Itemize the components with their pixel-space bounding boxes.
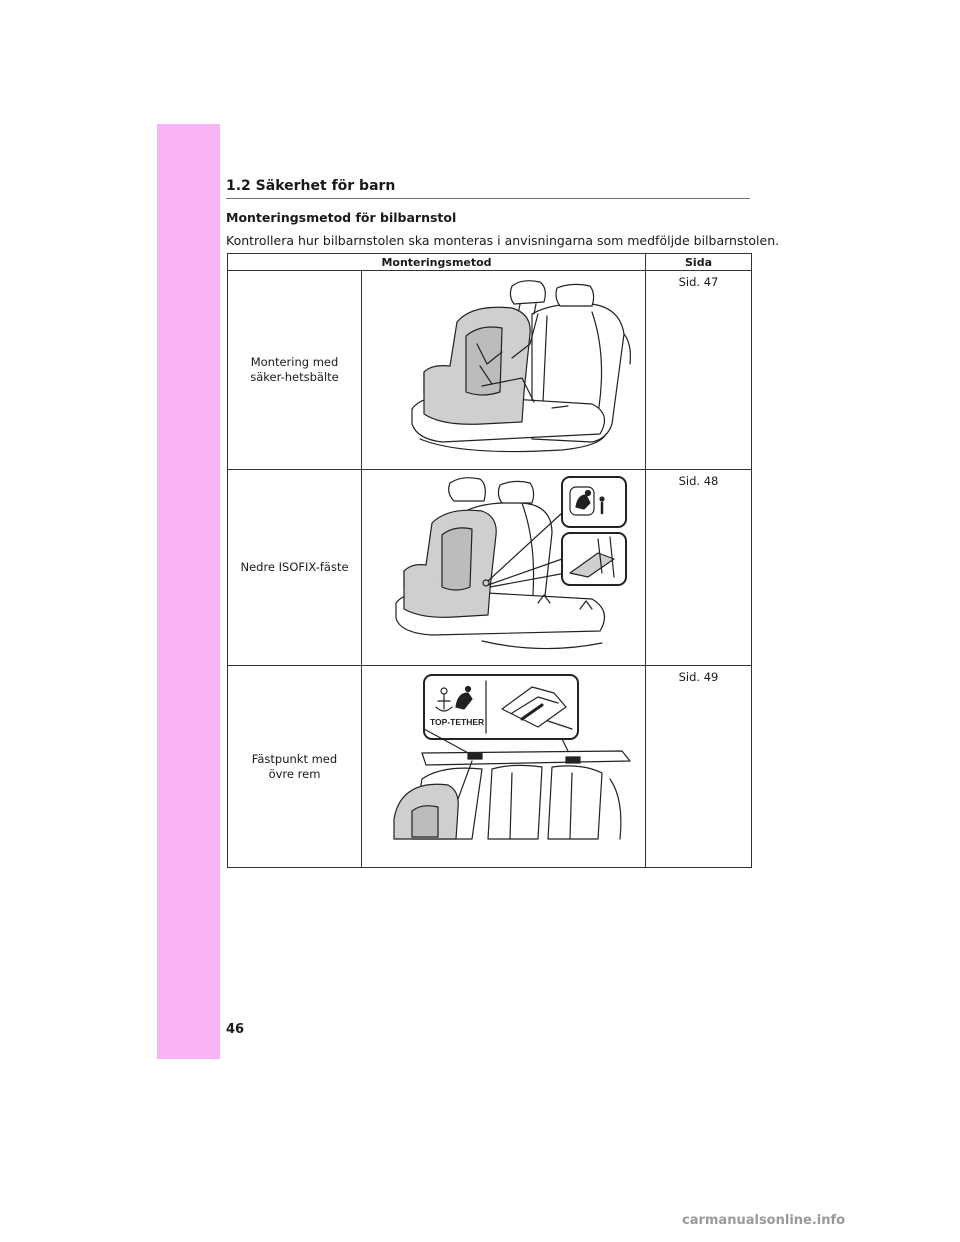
table-row: Montering med säker-hetsbälte — [227, 270, 752, 470]
chapter-side-tab — [157, 124, 220, 1059]
installation-methods-table: Monteringsmetod Sida Montering med säker… — [227, 253, 752, 868]
subheading: Monteringsmetod för bilbarnstol — [226, 210, 457, 225]
page-ref: Sid. 49 — [645, 665, 752, 868]
header-method: Monteringsmetod — [227, 253, 646, 271]
top-tether-install-illustration: TOP-TETHER — [361, 665, 646, 868]
section-title: 1.2 Säkerhet för barn — [226, 178, 396, 194]
method-label: Montering med säker-hetsbälte — [227, 270, 362, 470]
table-header-row: Monteringsmetod Sida — [227, 253, 752, 271]
table-row: Fästpunkt med övre rem TOP-TETHER — [227, 665, 752, 868]
page-number: 46 — [226, 1022, 245, 1037]
belt-install-illustration — [361, 270, 646, 470]
watermark: carmanualsonline.info — [682, 1213, 846, 1228]
header-page: Sida — [645, 253, 752, 271]
table-row: Nedre ISOFIX-fäste — [227, 469, 752, 666]
section-divider — [226, 198, 750, 199]
page-ref: Sid. 48 — [645, 469, 752, 666]
top-tether-label: TOP-TETHER — [430, 717, 484, 727]
method-label: Fästpunkt med övre rem — [227, 665, 362, 868]
intro-text: Kontrollera hur bilbarnstolen ska monter… — [226, 233, 780, 248]
page-ref: Sid. 47 — [645, 270, 752, 470]
method-label: Nedre ISOFIX-fäste — [227, 469, 362, 666]
isofix-install-illustration — [361, 469, 646, 666]
